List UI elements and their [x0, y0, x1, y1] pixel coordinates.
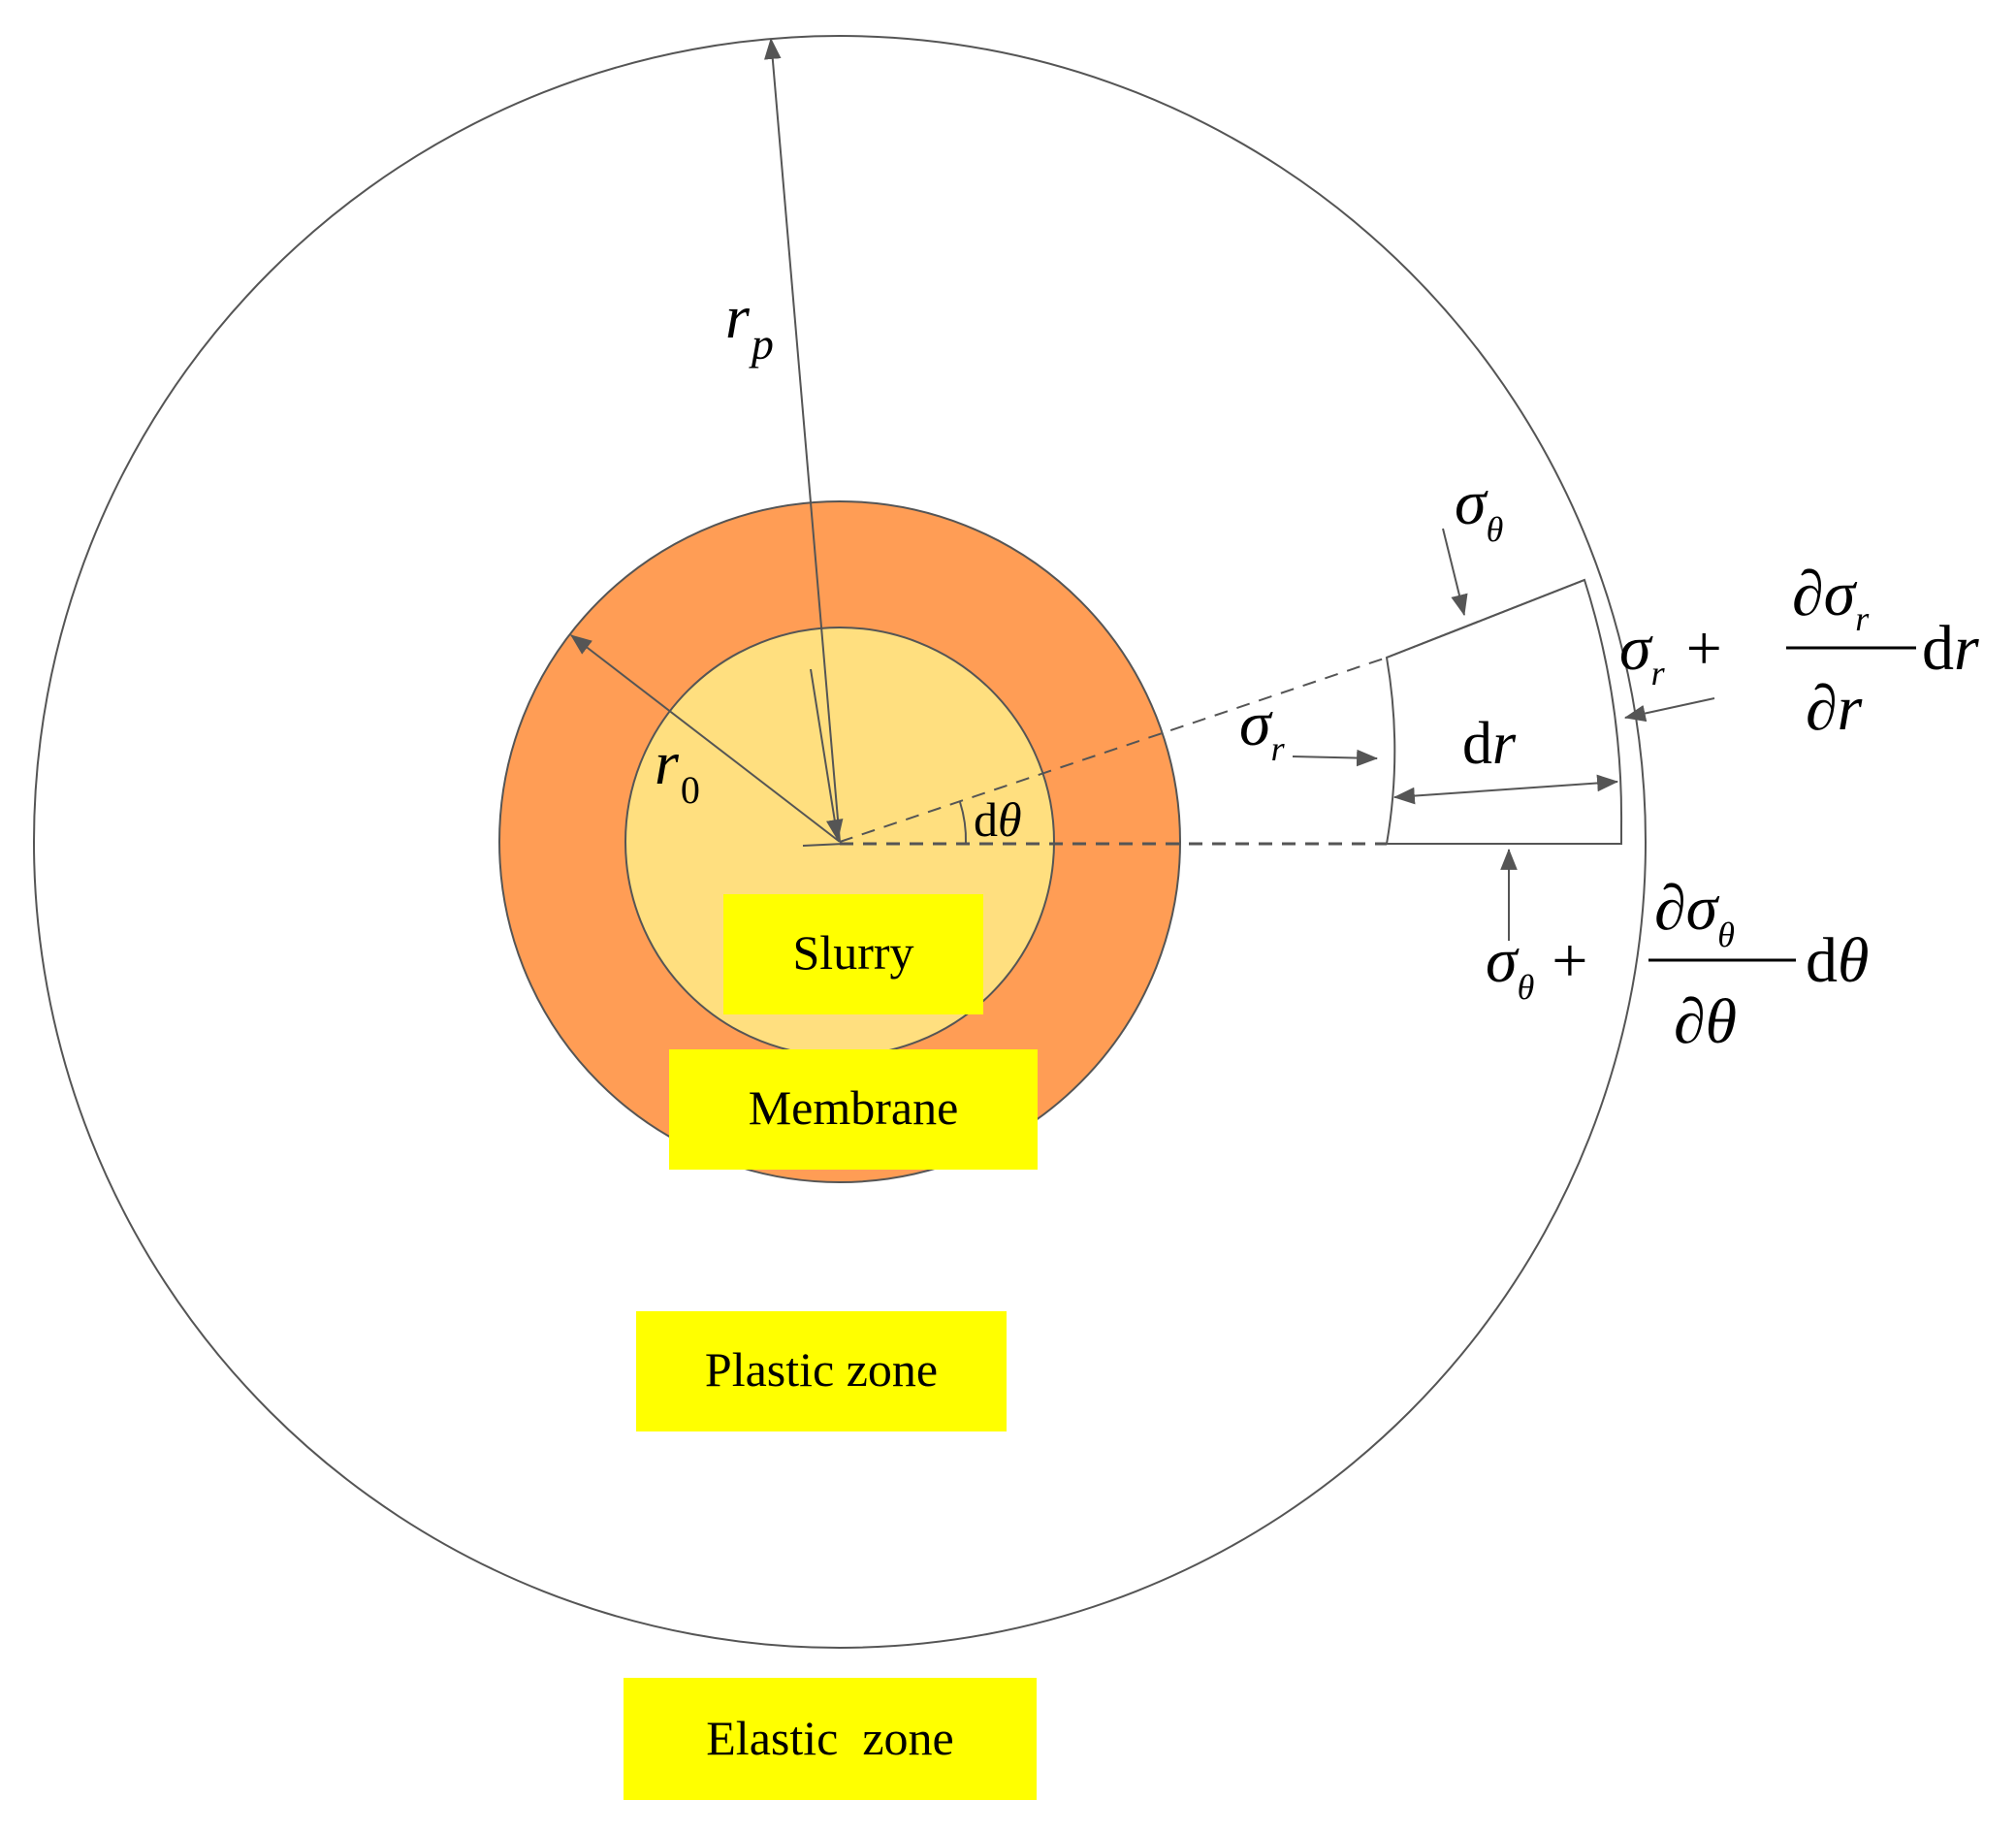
sigma-theta-outer-dtheta: dθ	[1806, 925, 1869, 996]
sigma-r-outer-dr: dr	[1922, 613, 1979, 684]
sigma-r-inner-label: σr	[1239, 689, 1286, 768]
center-tick	[802, 843, 845, 847]
center-arrow	[810, 668, 844, 842]
element-top-edge-ext	[1386, 579, 1585, 659]
membrane-label: Membrane	[749, 1080, 959, 1135]
sigma-r-outer-numerator: ∂σr	[1792, 559, 1870, 638]
sigma-theta-top-arrow	[1442, 528, 1468, 617]
r0-radius-arrow	[570, 634, 841, 843]
dr-dimension-arrow	[1392, 774, 1619, 805]
sigma-theta-top-label: σθ	[1455, 467, 1503, 549]
elastic-zone-label: Elastic zone	[706, 1711, 953, 1765]
plastic-zone-label: Plastic zone	[705, 1342, 938, 1397]
dr-label: dr	[1462, 711, 1517, 777]
sigma-r-inner-arrow	[1292, 749, 1379, 767]
sigma-theta-outer-numerator: ∂σθ	[1654, 873, 1735, 954]
slurry-label: Slurry	[793, 925, 914, 980]
plastic-zone-label-box: Plastic zone	[636, 1311, 1007, 1431]
membrane-label-box: Membrane	[669, 1049, 1038, 1170]
sigma-theta-outer-lhs: σθ+	[1486, 925, 1587, 1007]
dashed-inclined-line	[839, 657, 1388, 843]
sigma-r-outer-denominator: ∂r	[1806, 673, 1863, 744]
sigma-r-outer-lhs: σr+	[1619, 613, 1722, 692]
rp-radius-arrow	[764, 37, 841, 843]
elastic-zone-label-box: Elastic zone	[624, 1678, 1037, 1800]
dtheta-arc	[959, 801, 968, 845]
rp-label: rp	[725, 282, 774, 369]
slurry-label-box: Slurry	[723, 894, 983, 1014]
r0-label: r0	[655, 728, 700, 812]
sigma-theta-outer-denominator: ∂θ	[1674, 986, 1737, 1057]
dtheta-label: dθ	[974, 792, 1022, 847]
sigma-r-outer-arrow	[1623, 697, 1715, 723]
